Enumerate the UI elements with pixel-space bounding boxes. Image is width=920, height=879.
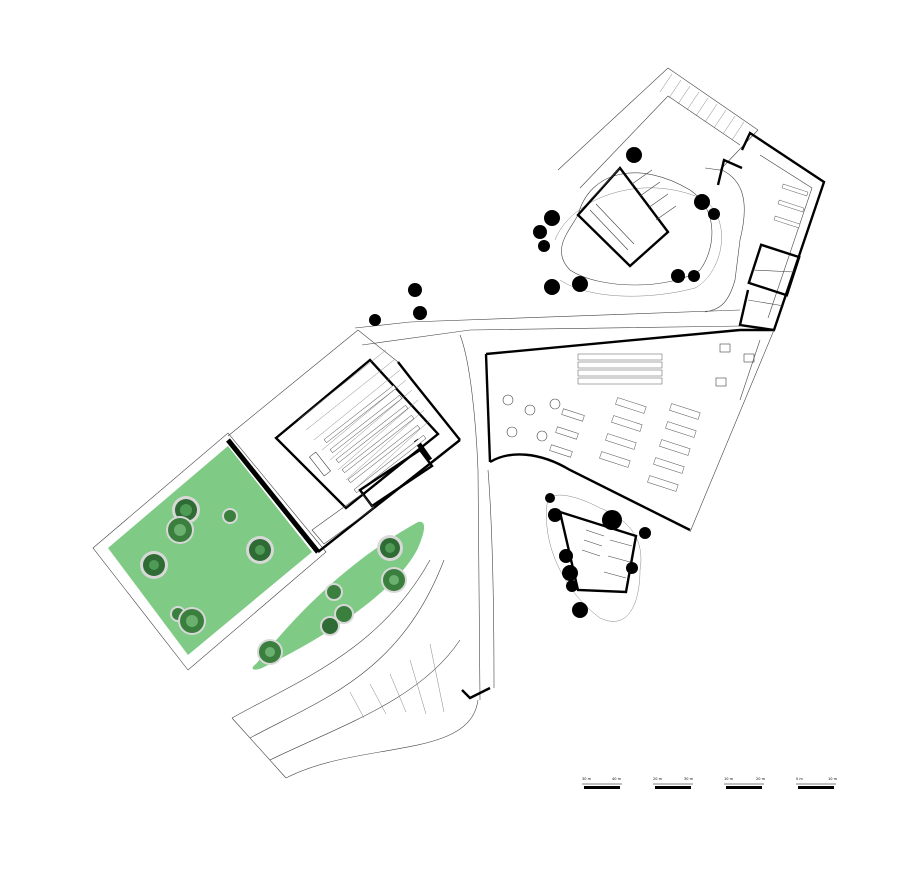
scale-bar-2-end-label: 30 m: [684, 777, 694, 781]
scale-bar-3-end-label: 20 m: [756, 777, 766, 781]
parking-area: [557, 67, 759, 189]
north-building: [704, 131, 826, 332]
lawn-left: [108, 446, 312, 655]
scale-bar-4: 0 m 10 m: [796, 777, 838, 789]
scale-bars: 30 m 40 m 20 m 30 m 10 m 20 m 0 m 10 m: [582, 777, 838, 789]
trees: [369, 147, 720, 618]
scale-bar-1: 30 m 40 m: [582, 777, 622, 789]
scale-bar-2-start-label: 20 m: [653, 777, 663, 781]
auditorium-building: [226, 329, 461, 554]
scale-bar-2: 20 m 30 m: [653, 777, 694, 789]
central-path: [354, 309, 743, 701]
scale-bar-1-end-label: 40 m: [612, 777, 622, 781]
lawn-shrubs: [140, 496, 407, 665]
scale-bar-3: 10 m 20 m: [724, 777, 766, 789]
dining-building: [484, 328, 775, 533]
north-pavilion: [554, 166, 722, 297]
lawn-left-border: [92, 432, 327, 671]
scale-bar-1-start-label: 30 m: [582, 777, 592, 781]
scale-bar-3-start-label: 10 m: [724, 777, 734, 781]
scale-bar-4-start-label: 0 m: [796, 777, 803, 781]
scale-bar-4-end-label: 10 m: [828, 777, 838, 781]
south-ramps: [231, 559, 491, 779]
